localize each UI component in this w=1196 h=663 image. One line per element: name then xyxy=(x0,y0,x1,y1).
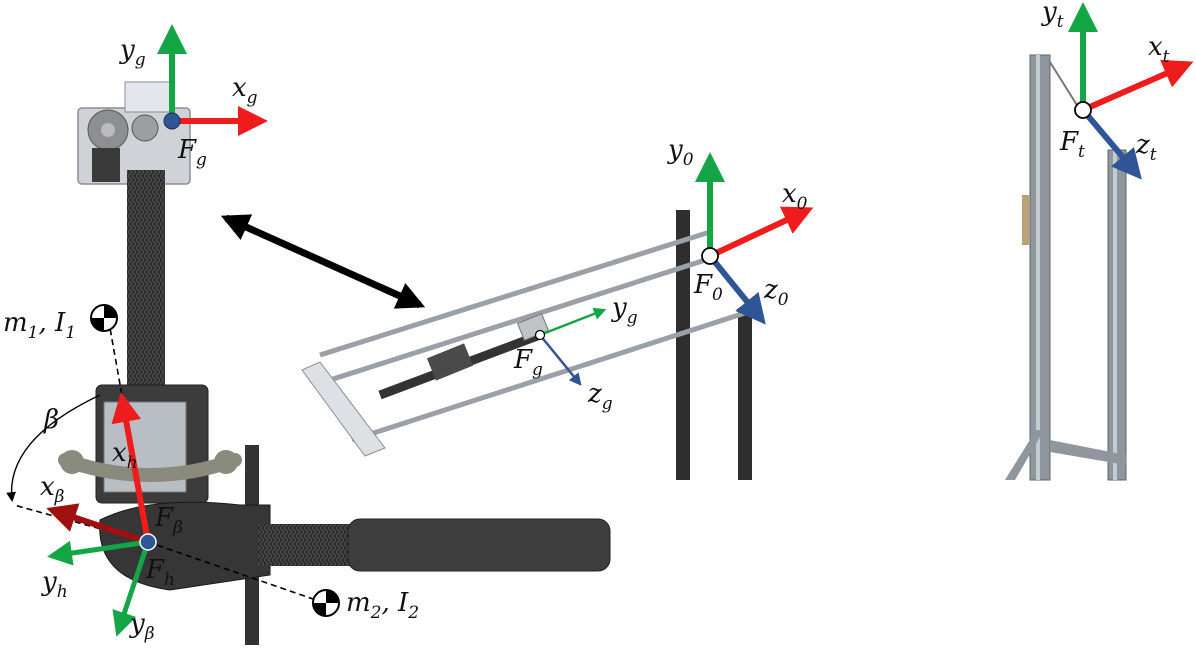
x0-axis-arrow xyxy=(708,206,814,259)
cross-bar-knob-left xyxy=(60,450,84,474)
label-yh: yh xyxy=(41,567,68,602)
frame-Fg-mid-origin xyxy=(534,329,546,341)
end-bracket xyxy=(301,361,386,457)
xt-axis-arrow xyxy=(1081,59,1194,113)
m1-dashed-line xyxy=(109,327,149,543)
post-left xyxy=(676,210,690,480)
beta-angle-arc xyxy=(6,394,101,502)
tower-brace xyxy=(1050,440,1126,465)
mechanism-block xyxy=(426,343,474,381)
rail-3 xyxy=(351,309,749,443)
tower-left-highlight xyxy=(1036,55,1040,480)
gear-small xyxy=(131,114,159,142)
label-Ft: Ft xyxy=(1059,127,1085,162)
label-xh: xh xyxy=(112,438,138,473)
post-right xyxy=(738,308,752,480)
handle-grip xyxy=(347,518,611,572)
label-zg-mid: zg xyxy=(587,379,613,414)
label-xbeta: xβ xyxy=(40,472,65,507)
label-m1-I1: m1, I1 xyxy=(3,308,76,343)
rail-1 xyxy=(319,229,711,358)
label-zt: zt xyxy=(1135,130,1157,165)
cross-bar xyxy=(58,453,242,482)
cross-bar-knob-right xyxy=(214,450,238,474)
carbon-tube-vertical xyxy=(127,170,165,395)
frame-Fbeta-origin xyxy=(139,533,157,551)
yh-axis-arrow xyxy=(47,539,149,566)
zg-mid-axis-arrow xyxy=(539,334,582,386)
xbeta-axis-arrow xyxy=(46,503,149,545)
linkage-mechanism xyxy=(301,210,752,480)
motor-block xyxy=(92,148,120,182)
label-z0: z0 xyxy=(763,275,789,310)
z0-axis-arrow xyxy=(707,254,766,325)
mass-symbol-1 xyxy=(90,304,118,332)
ybeta-axis-arrow xyxy=(112,541,151,637)
label-yt: yt xyxy=(1041,0,1064,32)
tower-spring xyxy=(1022,195,1030,245)
label-beta: β xyxy=(43,405,59,435)
frame-Fg-origin xyxy=(163,112,181,130)
label-yg-mid: yg xyxy=(611,293,638,328)
label-Fg-mid: Fg xyxy=(513,345,543,380)
label-xt: xt xyxy=(1148,32,1170,67)
label-Fh: Fh xyxy=(145,555,175,590)
rail-2 xyxy=(329,253,719,383)
xh-axis-arrow xyxy=(111,392,151,543)
label-x0: x0 xyxy=(782,179,808,214)
label-yg-top: yg xyxy=(119,35,146,70)
gearbox-bracket xyxy=(124,81,171,113)
tower-right-highlight xyxy=(1113,150,1117,480)
carbon-tube-horizontal xyxy=(258,524,358,566)
label-F0: F0 xyxy=(693,270,723,305)
tower-leg-left xyxy=(1005,430,1044,480)
mass-symbol-2 xyxy=(312,589,340,617)
label-Fbeta: Fβ xyxy=(154,503,183,538)
frame-Ft-origin xyxy=(1074,101,1092,119)
label-xg-top: xg xyxy=(232,73,258,108)
frame-F0-origin xyxy=(701,247,719,265)
label-Fg-top: Fg xyxy=(177,135,207,170)
zt-axis-arrow xyxy=(1080,108,1142,180)
tower-structure xyxy=(1005,54,1127,481)
label-y0: y0 xyxy=(667,135,694,170)
robot-arm-assembly xyxy=(58,81,611,645)
correspondence-double-arrow xyxy=(220,214,426,309)
label-m2-I2: m2, I2 xyxy=(346,588,419,623)
yg-mid-axis-arrow xyxy=(539,307,607,337)
gear-hub xyxy=(101,123,115,137)
label-ybeta: yβ xyxy=(129,609,155,644)
tower-cable xyxy=(1049,61,1081,111)
